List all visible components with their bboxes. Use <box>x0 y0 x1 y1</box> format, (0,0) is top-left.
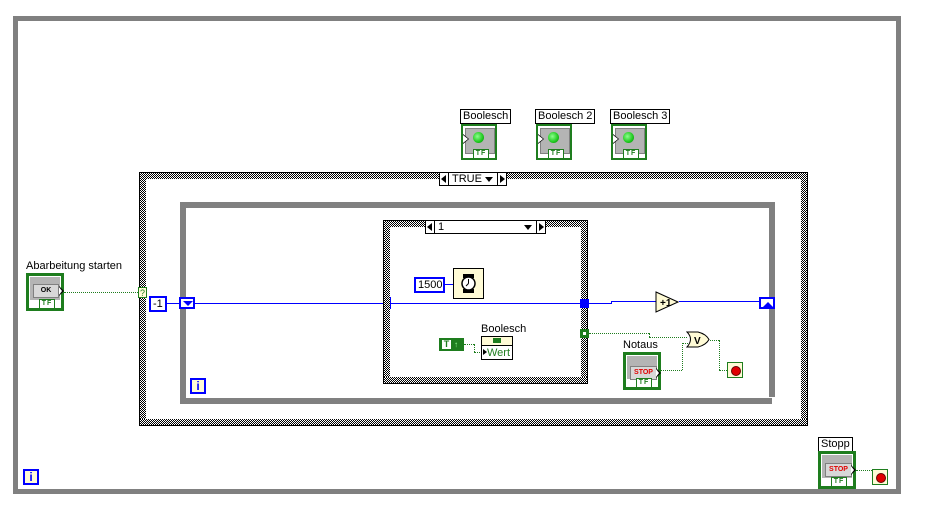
notaus-button-terminal[interactable]: STOP TF <box>623 352 661 390</box>
svg-text:V: V <box>694 336 701 347</box>
boolean-wire <box>649 333 650 337</box>
bool-true-constant[interactable]: T ↑ <box>439 338 464 351</box>
ok-button[interactable]: OK <box>33 284 59 298</box>
inner-while-loop-top <box>180 202 775 208</box>
decrement-case-icon[interactable] <box>426 221 434 233</box>
indicator-boolesch-3[interactable]: TF <box>611 124 647 160</box>
outer-while-loop-right <box>896 16 901 490</box>
increment-case-icon[interactable] <box>498 173 506 185</box>
inner-case-selector[interactable]: 1 <box>425 220 546 234</box>
wait-ms-constant[interactable]: 1500 <box>414 277 445 293</box>
outer-iteration-terminal: i <box>23 469 39 485</box>
boolean-wire <box>474 344 475 352</box>
numeric-wire <box>391 303 581 304</box>
inner-case-bool-tunnel <box>580 329 589 338</box>
boolean-wire <box>589 333 649 334</box>
decrement-case-icon[interactable] <box>440 173 448 185</box>
property-wert[interactable]: Wert <box>487 347 511 359</box>
boolean-wire <box>710 340 719 341</box>
boolean-wire <box>464 344 474 345</box>
indicator-boolesch[interactable]: TF <box>461 124 497 160</box>
or-function[interactable]: V <box>686 331 710 348</box>
outer-while-loop-top <box>13 16 901 21</box>
boolean-wire <box>719 370 727 371</box>
inner-case-selector-value: 1 <box>438 221 445 233</box>
wait-ms-function[interactable] <box>453 268 484 299</box>
increment-function[interactable]: +1 <box>655 291 679 313</box>
boolean-wire <box>856 470 872 471</box>
shift-register-right[interactable] <box>759 297 775 309</box>
case-structure-bottom <box>139 419 808 426</box>
property-node[interactable]: Wert <box>481 336 513 360</box>
start-button-terminal[interactable]: OK TF <box>26 273 64 311</box>
property-node-label: Boolesch <box>481 323 527 335</box>
boolean-wire <box>661 370 682 371</box>
case-selector-value: TRUE <box>452 173 482 185</box>
case-selector-tunnel: ? <box>138 287 147 298</box>
outer-loop-stop-condition[interactable] <box>872 469 888 485</box>
notaus-label: Notaus <box>623 339 658 351</box>
chevron-down-icon[interactable] <box>485 177 493 182</box>
stop-icon <box>731 366 741 376</box>
inner-iteration-terminal: i <box>190 378 206 394</box>
led-icon <box>623 132 634 143</box>
boolean-wire <box>682 343 683 370</box>
boolean-wire <box>682 343 688 344</box>
indicator-label-boolesch-2: Boolesch 2 <box>535 109 596 124</box>
start-control-label: Abarbeitung starten <box>26 260 123 272</box>
numeric-wire <box>195 303 385 304</box>
outer-while-loop-bottom <box>13 489 901 494</box>
stopp-label: Stopp <box>818 437 853 452</box>
led-icon <box>548 132 559 143</box>
indicator-label-boolesch-3: Boolesch 3 <box>610 109 671 124</box>
numeric-wire <box>611 301 612 304</box>
indicator-label-boolesch: Boolesch <box>460 109 512 124</box>
outer-while-loop-left <box>13 16 18 494</box>
inner-case-bottom <box>383 377 588 384</box>
inner-case-tunnel-out <box>580 299 589 308</box>
boolean-wire <box>474 352 482 353</box>
case-structure-left <box>139 172 146 426</box>
inner-while-loop-bottom <box>180 398 772 404</box>
numeric-wire <box>167 303 181 304</box>
indicator-boolesch-2[interactable]: TF <box>536 124 572 160</box>
shift-register-left[interactable] <box>179 297 195 309</box>
case-structure-right <box>801 172 808 426</box>
svg-text:+1: +1 <box>660 298 672 309</box>
stopp-button-terminal[interactable]: STOP TF <box>818 451 856 489</box>
shift-init-constant[interactable]: -1 <box>149 296 167 312</box>
boolean-wire <box>649 337 687 338</box>
stopp-stop-button[interactable]: STOP <box>825 463 852 477</box>
numeric-wire <box>445 284 454 285</box>
numeric-wire <box>589 303 611 304</box>
inner-loop-stop-condition[interactable] <box>727 362 743 378</box>
led-icon <box>473 132 484 143</box>
clock-icon <box>461 274 476 293</box>
inner-case-left <box>383 220 390 384</box>
boolean-wire <box>719 340 720 370</box>
case-selector[interactable]: TRUE <box>439 172 507 186</box>
stop-icon <box>876 473 886 483</box>
increment-case-icon[interactable] <box>537 221 545 233</box>
chevron-down-icon[interactable] <box>524 225 532 230</box>
numeric-wire <box>611 301 657 302</box>
boolean-wire <box>64 292 140 293</box>
numeric-wire <box>679 301 760 302</box>
